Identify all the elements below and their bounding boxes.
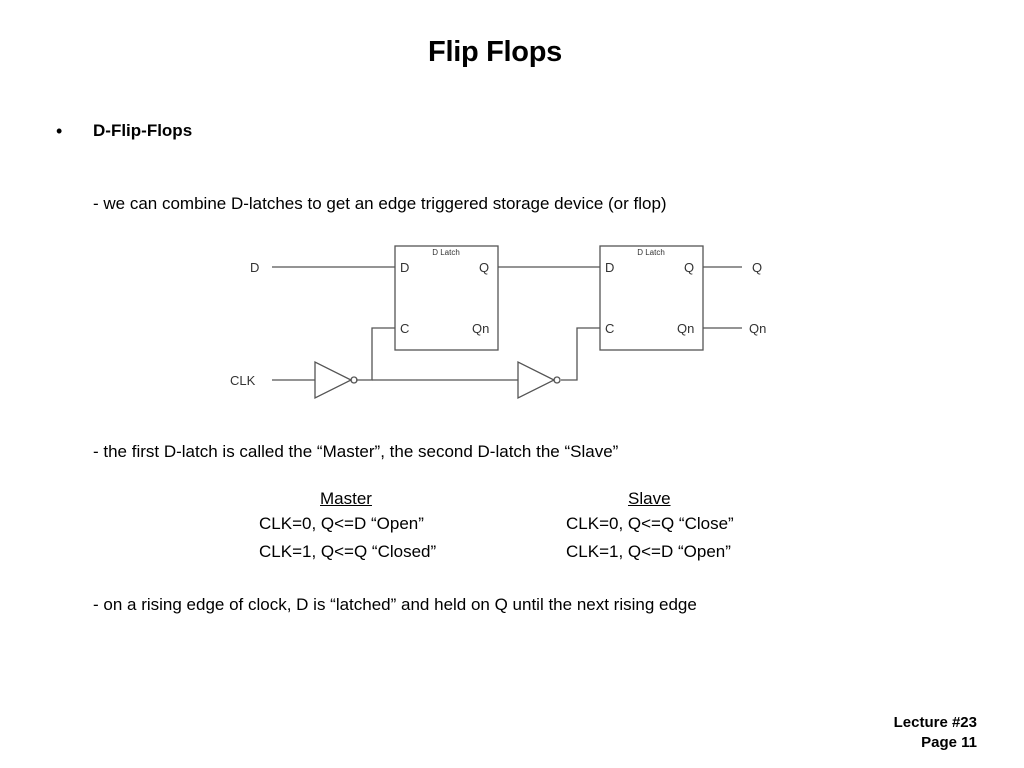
text-line-combine-latches: - we can combine D-latches to get an edg… (93, 194, 667, 213)
latch2-pin-q: Q (684, 260, 694, 275)
inverter1-bubble (350, 376, 358, 384)
bullet-heading: D-Flip-Flops (93, 121, 193, 140)
master-header: Master (320, 489, 372, 508)
wire-inv1-to-latch1-c (356, 327, 395, 381)
inverter2-shape (517, 360, 556, 400)
wire-inv2-to-latch2-c (561, 327, 600, 381)
latch2-pin-c: C (605, 321, 614, 336)
latch1-box (394, 245, 499, 351)
slave-header: Slave (628, 489, 671, 508)
master-row-1: CLK=0, Q<=D “Open” (259, 514, 424, 533)
master-row-2: CLK=1, Q<=Q “Closed” (259, 542, 437, 561)
latch2-box (599, 245, 704, 351)
footer-page: Page 11 (921, 734, 977, 751)
footer: Lecture #23 Page 11 (894, 713, 977, 753)
bullet-symbol: • (56, 121, 63, 141)
latch2-pin-d: D (605, 260, 614, 275)
latch2-pin-qn: Qn (677, 321, 694, 336)
output-qn-label: Qn (749, 321, 766, 336)
slave-row-2: CLK=1, Q<=D “Open” (566, 542, 731, 561)
inverter2-bubble (553, 376, 561, 384)
latch1-pin-qn: Qn (472, 321, 489, 336)
latch1-pin-d: D (400, 260, 409, 275)
inverter1-shape (314, 360, 353, 400)
text-line-rising-edge: - on a rising edge of clock, D is “latch… (93, 595, 697, 614)
output-q-label: Q (752, 260, 762, 275)
slide-title: Flip Flops (428, 36, 562, 68)
footer-lecture: Lecture #23 (893, 714, 977, 731)
input-clk-label: CLK (230, 373, 256, 388)
latch1-title: D Latch (432, 248, 460, 257)
text-line-master-slave: - the first D-latch is called the “Maste… (93, 442, 619, 461)
latch1-pin-q: Q (479, 260, 489, 275)
latch1-pin-c: C (400, 321, 409, 336)
latch2-title: D Latch (637, 248, 665, 257)
input-d-label: D (250, 260, 259, 275)
slave-row-1: CLK=0, Q<=Q “Close” (566, 514, 734, 533)
